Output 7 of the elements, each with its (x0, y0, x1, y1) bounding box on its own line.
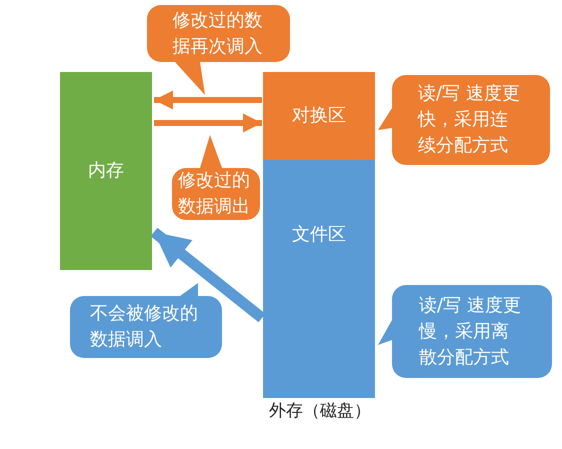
arrow (154, 113, 262, 133)
arrow (150, 228, 266, 322)
memory-block: 文件区 (263, 160, 375, 398)
memory-block: 内存 (60, 72, 152, 270)
arrow (154, 90, 262, 110)
caption: 外存（磁盘） (268, 400, 372, 423)
memory-block: 对换区 (263, 72, 375, 160)
